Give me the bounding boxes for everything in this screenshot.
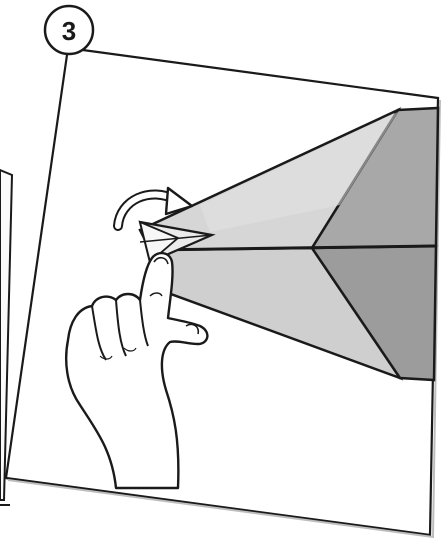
step-number-badge: 3 — [45, 6, 93, 54]
step-number-label: 3 — [62, 16, 76, 46]
